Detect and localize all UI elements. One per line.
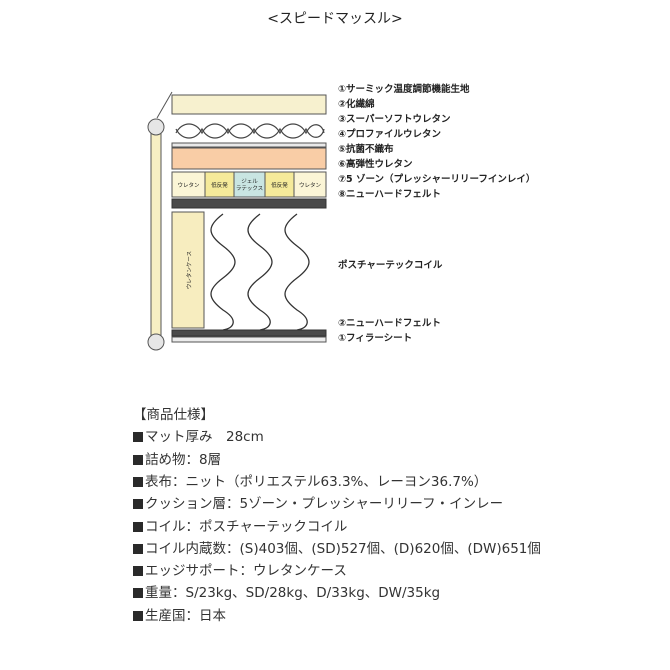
bullet-square-icon	[133, 566, 143, 577]
label-profile-urethane: ④プロファイルウレタン	[338, 128, 441, 140]
spec-line: コイル内蔵数：(S)403個、(SD)527個、(D)620個、(DW)651個	[133, 538, 653, 560]
rod-knob-bottom	[147, 333, 165, 351]
mattress-cross-section: ウレタン 低反発 ジェルラテックス 低反発 ウレタン ウレタンケース ①サーミッ…	[147, 83, 535, 351]
product-spec: 【商品仕様】 マット厚み 28cm 詰め物：8層 表布：ニット（ポリエステル63…	[133, 404, 653, 627]
spec-heading: 【商品仕様】	[133, 407, 214, 423]
zone-label-3: ジェルラテックス	[236, 179, 263, 192]
zone-label-1: ウレタン	[177, 181, 200, 189]
layer-new-hard-felt-top	[171, 198, 327, 209]
coil-section: ウレタンケース	[171, 211, 310, 331]
label-filler-sheet: ①フィラーシート	[338, 333, 412, 344]
rod-knob-top	[147, 118, 165, 136]
spec-text: 重量：S/23kg、SD/28kg、D/33kg、DW/35kg	[145, 585, 441, 602]
bullet-square-icon	[133, 543, 143, 554]
spec-line: マット厚み 28cm	[133, 426, 653, 448]
spec-line: 詰め物：8層	[133, 449, 653, 471]
layer-high-resilience-urethane	[171, 147, 327, 170]
layer-filler-sheet	[171, 336, 327, 343]
layer-profile-urethane	[175, 123, 325, 139]
spec-line: コイル：ポスチャーテックコイル	[133, 516, 653, 538]
bullet-square-icon	[133, 454, 143, 465]
zone-4	[264, 171, 295, 198]
bullet-square-icon	[133, 588, 143, 599]
label-new-hard-felt-bottom: ②ニューハードフェルト	[338, 318, 441, 329]
bullet-square-icon	[133, 610, 143, 621]
zone-label-2: 低反発	[211, 181, 228, 189]
layer-thermic-fabric	[171, 94, 327, 115]
spec-line: 重量：S/23kg、SD/28kg、D/33kg、DW/35kg	[133, 582, 653, 604]
zone-1	[171, 171, 206, 198]
layer-new-hard-felt-bottom	[171, 329, 327, 337]
bullet-square-icon	[133, 476, 143, 487]
spec-text: マット厚み 28cm	[145, 429, 264, 446]
label-antibacterial-nonwoven: ⑤抗菌不織布	[338, 143, 394, 155]
label-5-zone: ⑦5 ゾーン（プレッシャーリリーフインレイ）	[338, 173, 535, 185]
spec-line: 生産国：日本	[133, 605, 653, 627]
zone-label-5: ウレタン	[299, 181, 322, 189]
label-thermic-fabric: ①サーミック温度調節機能生地	[338, 83, 470, 95]
diagram-title: <スピードマッスル>	[267, 11, 403, 27]
zone-5	[293, 171, 327, 198]
spec-line: エッジサポート：ウレタンケース	[133, 560, 653, 582]
zone-label-4: 低反発	[271, 181, 288, 189]
layer-5-zone-inlay: ウレタン 低反発 ジェルラテックス 低反発 ウレタン	[171, 171, 327, 198]
label-posture-tech-coil: ポスチャーテックコイル	[338, 259, 443, 271]
spec-text: 表布：ニット（ポリエステル63.3%、レーヨン36.7%）	[145, 473, 488, 490]
spec-text: 生産国：日本	[145, 607, 226, 624]
label-high-resilience-urethane: ⑥高弾性ウレタン	[338, 158, 413, 170]
spec-text: コイル：ポスチャーテックコイル	[145, 518, 348, 535]
label-wadding: ②化繊綿	[338, 98, 375, 110]
spec-line: クッション層：5ゾーン・プレッシャーリリーフ・インレー	[133, 493, 653, 515]
bullet-square-icon	[133, 432, 143, 443]
bullet-square-icon	[133, 499, 143, 510]
spec-text: 詰め物：8層	[145, 451, 222, 468]
label-new-hard-felt-top: ⑧ニューハードフェルト	[338, 189, 441, 200]
spec-text: クッション層：5ゾーン・プレッシャーリリーフ・インレー	[145, 496, 504, 513]
spec-text: コイル内蔵数：(S)403個、(SD)527個、(D)620個、(DW)651個	[145, 540, 541, 557]
layer-antibacterial-nonwoven	[171, 142, 327, 148]
spec-line: 表布：ニット（ポリエステル63.3%、レーヨン36.7%）	[133, 471, 653, 493]
bullet-square-icon	[133, 521, 143, 532]
label-super-soft-urethane: ③スーパーソフトウレタン	[338, 113, 450, 125]
posture-tech-coils	[210, 213, 310, 331]
urethane-case	[171, 211, 205, 329]
spec-text: エッジサポート：ウレタンケース	[145, 563, 347, 580]
layer-labels: ①サーミック温度調節機能生地 ②化繊綿 ③スーパーソフトウレタン ④プロファイル…	[338, 83, 535, 344]
rod-top-wire	[156, 91, 173, 119]
urethane-case-label: ウレタンケース	[185, 251, 193, 289]
side-frame-rod	[150, 126, 162, 343]
